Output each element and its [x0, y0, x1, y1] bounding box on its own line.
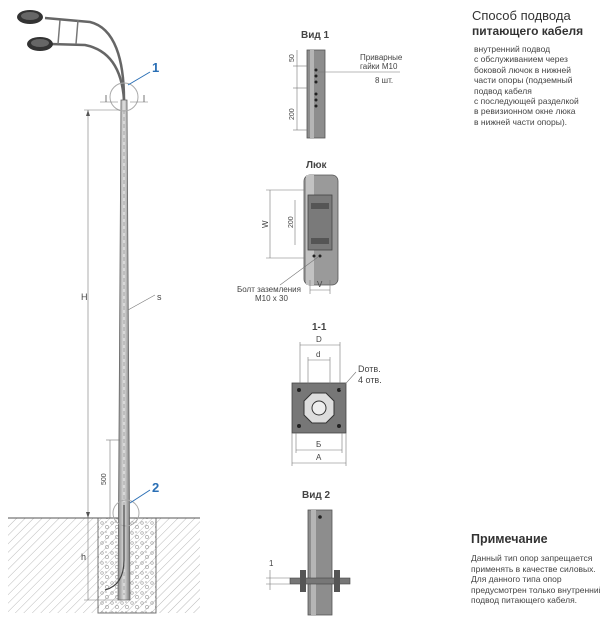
view-1-dim-200: 200	[289, 108, 296, 120]
note-heading: Примечание	[471, 532, 548, 546]
note-line: подвод питающего кабеля.	[471, 595, 578, 606]
description-line: в ревизионном окне люка	[474, 106, 576, 117]
description-line: с последующей разделкой	[474, 96, 579, 107]
section-A: А	[316, 453, 322, 462]
note-line: Данный тип опор запрещается	[471, 553, 593, 563]
plate-hole	[297, 424, 301, 428]
view-1-dim-50: 50	[289, 54, 296, 62]
hatch-dim-200: 200	[288, 216, 295, 228]
dim-500: 500	[101, 473, 108, 485]
section-D-otv: Dотв.	[358, 364, 381, 374]
view-2: Вид 2 1	[266, 490, 351, 616]
dim-H: H	[81, 292, 88, 302]
description-line: подвод кабеля	[474, 85, 532, 96]
title-line-2: питающего кабеля	[472, 24, 584, 38]
section-4-otv: 4 отв.	[358, 375, 382, 385]
plate-hole	[337, 388, 341, 392]
callout-circle-2	[112, 499, 140, 527]
callout-2-label: 2	[152, 480, 159, 495]
nut-label-2: гайки М10	[360, 62, 398, 71]
hatch-V: V	[317, 280, 323, 289]
dim-s: s	[157, 292, 162, 302]
description: внутренний подвод с обслуживанием через …	[474, 44, 599, 127]
hatch-W: W	[261, 220, 270, 228]
section-title: 1-1	[312, 322, 327, 333]
cable	[104, 505, 125, 591]
nut-label-1: Приварные	[360, 53, 403, 62]
note-line: применять в качестве силовых.	[471, 563, 596, 574]
section-B: Б	[316, 440, 321, 449]
ground-bolt-2: М10 х 30	[255, 294, 288, 303]
nut-dots	[314, 68, 318, 108]
callout-1-label: 1	[152, 60, 159, 75]
hatch-view: Люк W 200 V Болт заземления М10 х 30	[237, 160, 339, 303]
section-1-1: 1-1 D d Dотв. 4 отв. Б А	[291, 322, 382, 466]
section-d: d	[316, 350, 320, 359]
hatch-title: Люк	[306, 160, 328, 171]
view-1-title: Вид 1	[301, 30, 329, 41]
view-2-flange	[289, 577, 351, 585]
description-line: боковой лючок в нижней	[474, 64, 571, 75]
note-line: Для данного типа опор	[471, 574, 562, 585]
note-text: Данный тип опор запрещается применять в …	[471, 553, 600, 606]
view-2-title: Вид 2	[302, 490, 330, 501]
note-line: предусмотрен только внутренний	[471, 584, 600, 595]
page-title: Способ подвода питающего кабеля	[472, 8, 597, 38]
callout-circle-1	[109, 82, 139, 112]
ground-bolt-1: Болт заземления	[237, 285, 301, 294]
dim-h: h	[81, 552, 86, 562]
description-line: внутренний подвод	[474, 44, 551, 54]
view-1: Вид 1 50 200 Приварные гайки М10 8 шт.	[289, 30, 403, 139]
section-D: D	[316, 335, 322, 344]
description-line: части опоры (подземный	[474, 75, 573, 86]
lamp-arm-upper	[44, 16, 126, 101]
lamp-arm-lower	[49, 42, 126, 101]
pole-drawing: 1 2 H s h 500	[8, 10, 200, 614]
description-line: в нижней части опоры).	[474, 116, 568, 127]
title-line-1: Способ подвода	[472, 8, 571, 23]
plate-hole	[337, 424, 341, 428]
plate-hole	[297, 388, 301, 392]
view-2-dim-1: 1	[269, 559, 274, 568]
description-line: с обслуживанием через	[474, 54, 568, 65]
nut-count: 8 шт.	[375, 76, 393, 85]
